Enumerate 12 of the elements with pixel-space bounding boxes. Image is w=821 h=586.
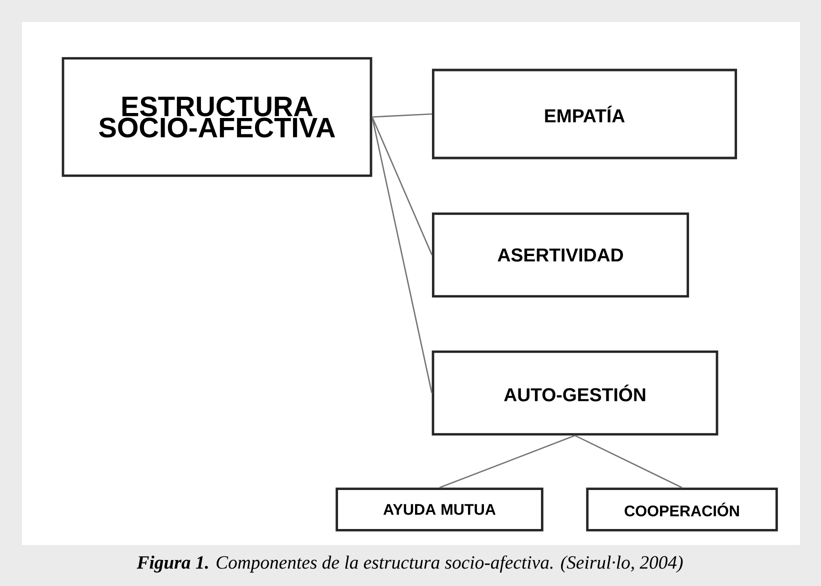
- connector-line: [372, 116, 432, 394]
- connector-line: [372, 113, 432, 118]
- connector-line: [574, 434, 682, 488]
- connector-line: [439, 434, 576, 488]
- text-box: ASERTIVIDAD: [432, 212, 690, 298]
- connector-line: [372, 116, 433, 256]
- text-box: ESTRUCTURA SOCIO-AFECTIVA: [62, 57, 372, 177]
- text-box: AYUDA MUTUA: [336, 488, 544, 532]
- text-box: AUTO-GESTIÓN: [432, 350, 718, 436]
- caption: Figura 1. Componentes de la estructura socio-afectiva. (Seirul·lo, 2004): [136, 555, 683, 573]
- text-box: COOPERACIÓN: [586, 488, 778, 532]
- text-box: EMPATÍA: [432, 68, 738, 160]
